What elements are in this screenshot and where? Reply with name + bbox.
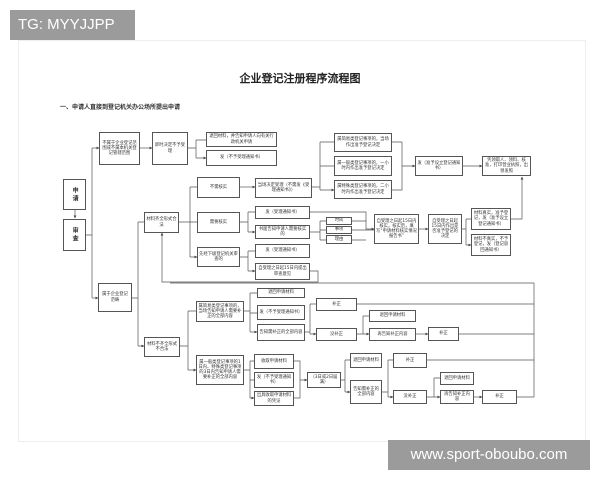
no-fix-box: 没补正 xyxy=(393,390,427,404)
tell-fix-box: 告知需补正的全部内容 xyxy=(350,380,382,404)
overlay-tag: TG: MYYJJPP xyxy=(10,10,135,40)
simple-type-box: 属简易类登记事项的，当场作出准予登记决定 xyxy=(334,133,392,152)
special-type-box: 属特殊类登记事项的，二小时内作出准予登记决定 xyxy=(334,180,392,199)
return-material-box: 退回申请材料 xyxy=(257,288,305,298)
return-tell-box: 退回材料，并告知申请人向有关行政机关申请 xyxy=(206,132,277,147)
watermark: www.sport-oboubo.com xyxy=(388,440,590,470)
accept-now-box: 当场决定受理（不需发《受理通知书》） xyxy=(255,178,312,198)
fix-box: 补正 xyxy=(428,327,459,341)
tell-fix-box: 告知需补正的全部内容 xyxy=(257,324,305,341)
reason-box: 理由 xyxy=(326,235,352,244)
receive-material-box: 收取申请材料 xyxy=(254,354,294,369)
issue-approve-box: 发（准予设立登记通知书） xyxy=(415,156,463,176)
return-material-box: 退回申请材料 xyxy=(350,353,382,368)
expire-box: （3日或2日届满） xyxy=(307,372,341,388)
notify-verify-box: 书面告知申请人需要核实的 xyxy=(255,225,310,239)
review-15-box: 自受理之日起15日内提出审查意见 xyxy=(255,263,310,280)
fix-box: 补正 xyxy=(482,390,517,404)
retell-fix-box: 再告知补正内容 xyxy=(369,328,416,341)
time-box: 时间 xyxy=(326,217,352,225)
apply-box: 申请 xyxy=(63,179,86,210)
material-false-box: 材料不真实，不予登记，发（登记驳回通知书） xyxy=(471,234,511,256)
return-material-box: 退回申请材料 xyxy=(369,310,416,322)
simple-notify-box: 属简易类登记事项的，当场告知申请人需要补正的全部内容 xyxy=(196,301,244,322)
reject-now-box: 即时决定不予受理 xyxy=(152,132,188,165)
review-box: 审查 xyxy=(63,219,86,251)
material-true-box: 材料真实，准予登记，发（准予设立登记通知书） xyxy=(471,208,511,230)
need-verify-box: 需要核实 xyxy=(197,212,240,233)
no-verify-box: 不需核实 xyxy=(197,177,240,198)
matter-box: 事项 xyxy=(326,226,352,234)
incomplete-box: 材料不齐全形式不合法 xyxy=(144,337,180,357)
no-fix-box: 没补正 xyxy=(316,328,357,341)
fix-box: 补正 xyxy=(316,298,357,311)
general-type-box: 属一般类登记事项的，一小时内作出准予登记决定 xyxy=(334,156,392,176)
receipt-box: 出具收取申请材料的凭证 xyxy=(254,391,294,406)
fix-box: 补正 xyxy=(393,353,427,368)
issue-reject-box: 发（不予受理通知书） xyxy=(254,372,294,388)
general-notify-box: 属一般类登记事项的1日内、特殊类登记事项的3日内告知申请人需要补正的全部内容 xyxy=(196,355,244,385)
verify-15-box: 自受理之日起15日内核实，核实后，填写“申请材料核实情况报告书” xyxy=(374,214,419,244)
page-title: 企业登记注册程序流程图 xyxy=(239,72,361,85)
issue-reject-box: 发（不予受理通知书） xyxy=(257,305,305,320)
issue-reject-box: 发（不予受理通知书） xyxy=(206,150,277,166)
out-of-scope-box: 不属于企业登记范围或不属本机关登记管辖范围 xyxy=(99,132,140,165)
complete-box: 材料齐全形式合法 xyxy=(144,212,179,233)
retell-fix-box: 再告知补正内容 xyxy=(440,390,474,404)
in-scope-box: 属于企业登记范畴 xyxy=(98,283,132,312)
collect-license-box: 凭领取人、领料、核准，打印营业执照，出领发照 xyxy=(482,156,531,176)
return-material-box: 退回申请材料 xyxy=(440,372,474,385)
issue-accept-box: 发（受理通知书） xyxy=(255,206,310,219)
decide-15-box: 自受理之日起15日内作出是否准予登记的决定 xyxy=(428,214,462,244)
issue-accept-box: 发（受理通知书） xyxy=(255,244,310,258)
section-heading: 一、申请人直接到登记机关办公场所提出申请 xyxy=(60,104,181,111)
lower-review-box: 先经下级登记机关审查的 xyxy=(197,247,240,267)
